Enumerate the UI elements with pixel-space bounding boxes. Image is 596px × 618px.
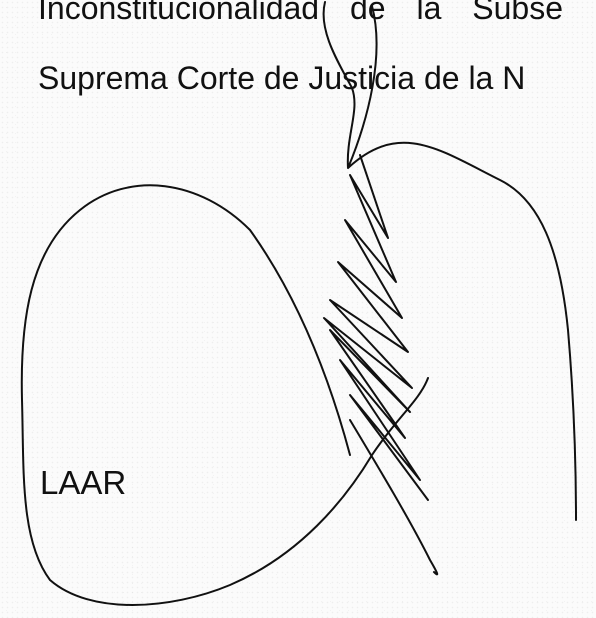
signature-stroke-diagonal	[349, 419, 439, 576]
signature-stroke-scribble	[323, 154, 429, 501]
body-text-line-2: Suprema Corte de Justicia de la N	[38, 60, 526, 96]
initials-label: LAAR	[40, 464, 127, 501]
body-text-line-1: Inconstitucionalidad de la Subse	[38, 0, 563, 26]
signature-stroke-left-loop	[20, 184, 429, 606]
